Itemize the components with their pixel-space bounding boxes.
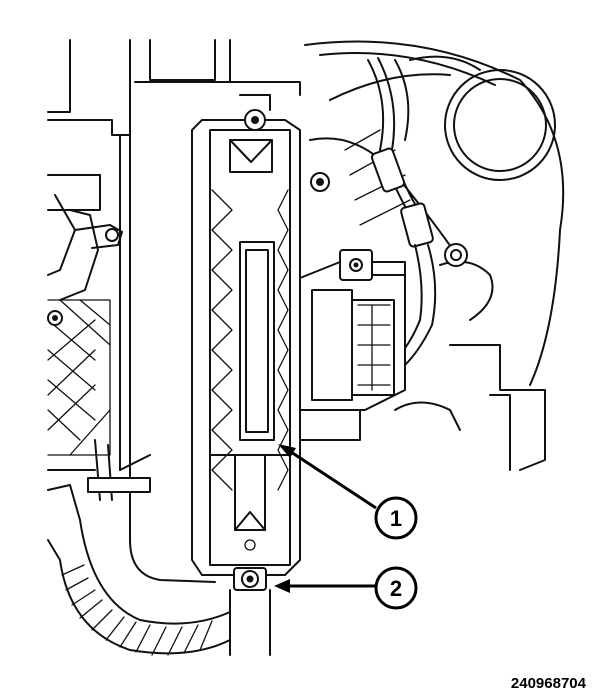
- module-fastener: [229, 567, 271, 656]
- corrugated-harness: [47, 484, 231, 656]
- left-bracket: [47, 194, 123, 326]
- figure-id-label: 240968704: [510, 675, 586, 692]
- callout-1: 1: [374, 496, 418, 540]
- callout-2: 2: [374, 566, 418, 610]
- callout-1-leader: [278, 444, 377, 510]
- callout-1-number: 1: [390, 506, 402, 531]
- callout-2-leader: [274, 579, 376, 593]
- wire-clip: [47, 439, 151, 501]
- connector-module: [299, 249, 406, 441]
- hvac-housing: [47, 39, 301, 583]
- callout-2-number: 2: [390, 576, 402, 601]
- control-module: [191, 94, 301, 576]
- wiring-harness: [367, 57, 437, 366]
